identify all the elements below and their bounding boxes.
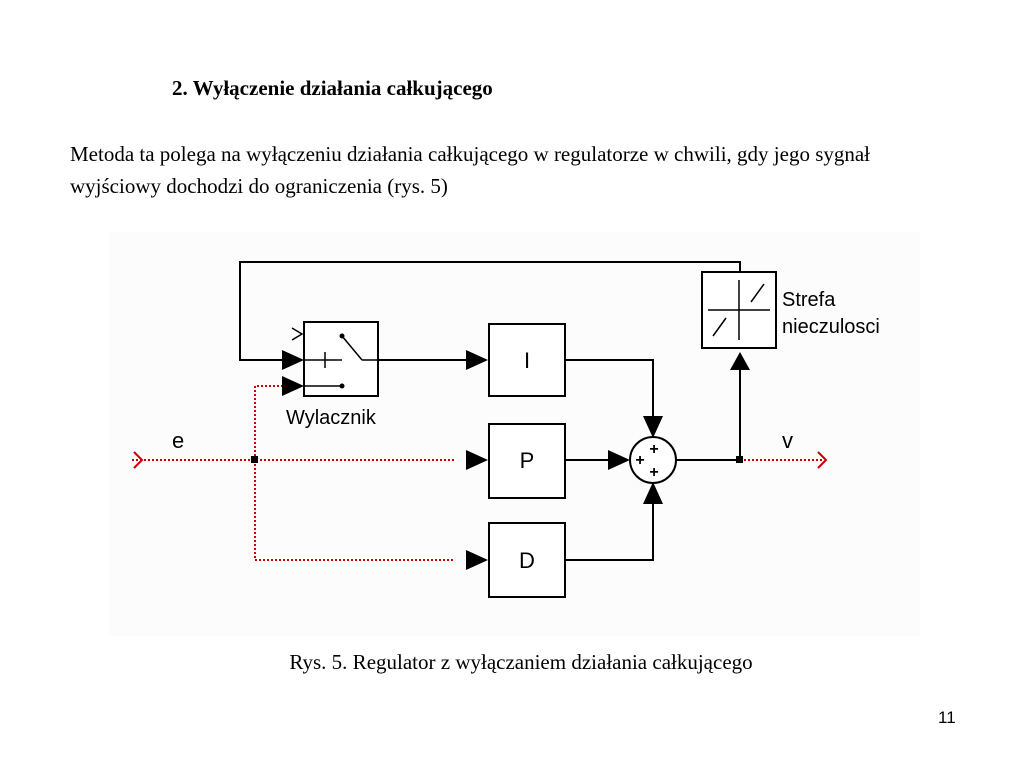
derivative-block-label: D [519,548,535,573]
deadzone-label-line2: nieczulosci [782,316,880,338]
signal-lines [132,385,822,561]
output-signal-label: v [782,428,793,453]
sum-bottom-arrow [643,482,663,504]
block-diagram: Strefa nieczulosci Wylacznik [110,232,920,636]
page-number: 11 [938,708,956,727]
input-signal-label: e [172,428,184,453]
switch-label: Wylacznik [286,407,377,429]
proportional-block: P [488,423,566,499]
feedback-loop [239,261,741,461]
body-paragraph: Metoda ta polega na wyłączeniu działania… [70,142,871,198]
connections [378,359,736,561]
sum-sign-left: + [635,452,644,469]
switch-block [291,321,379,397]
switch-control-arrow [282,350,304,370]
sum-sign-bottom: + [649,464,658,481]
output-junction [736,456,743,463]
proportional-block-label: P [520,448,535,473]
section-heading: 2. Wyłączenie działania całkującego [172,76,493,100]
figure-caption: Rys. 5. Regulator z wyłączaniem działani… [289,650,753,674]
deadzone-block [701,271,777,349]
sum-sign-top: + [649,441,658,458]
input-chevron [133,451,144,469]
switch-input-arrow [282,376,304,396]
deadzone-input-arrow [730,352,750,370]
deadzone-label-line1: Strefa [782,289,836,311]
p-input-arrow [466,450,488,470]
sum-top-arrow [643,416,663,438]
i-input-arrow [466,350,488,370]
integral-block-label: I [524,348,530,373]
integral-block: I [488,323,566,397]
derivative-block: D [488,522,566,598]
output-chevron [817,451,828,469]
sum-left-arrow [608,450,630,470]
summing-junction: + + + [629,436,677,484]
input-junction [251,456,258,463]
d-input-arrow [466,550,488,570]
